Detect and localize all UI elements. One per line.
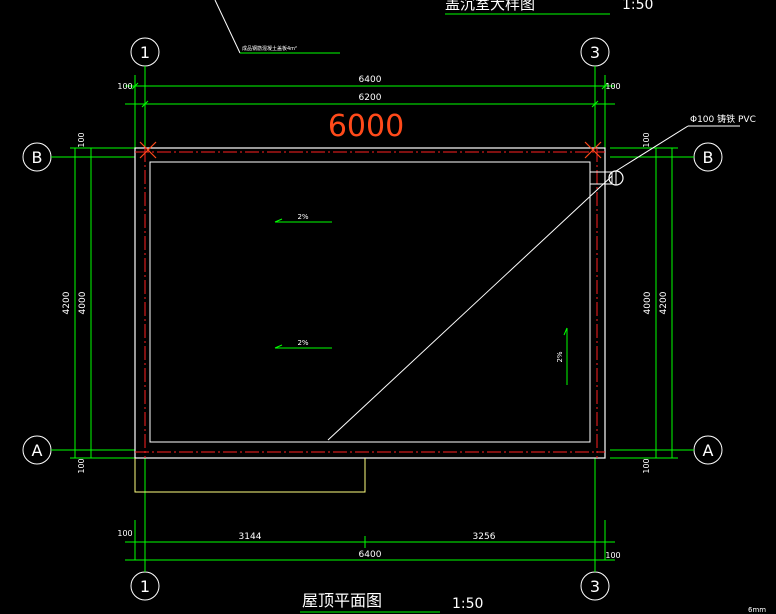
lower-annex-outline [134, 458, 366, 493]
dim-left-outer: 4200 [62, 148, 76, 458]
axis-a-left: A [22, 435, 52, 465]
dim-right-inner: 4000 [643, 148, 657, 458]
dim-bottom-total-value: 6400 [359, 550, 382, 560]
slope-label-3: 2% [556, 351, 564, 362]
dim-bottom-seg1: 3144 [239, 532, 262, 542]
drain-leader [615, 125, 689, 172]
dim-bottom-left-edge: 100 [117, 529, 132, 538]
axis-extension-lines [51, 66, 694, 572]
axis-3-bottom: 3 [580, 571, 610, 601]
axis-b-right: B [693, 142, 723, 172]
dim-top-left-edge: 100 [117, 82, 132, 91]
axis-1-bottom: 1 [130, 571, 160, 601]
dim-top-outer: 6400 [125, 75, 615, 90]
dim-left-bottom-edge: 100 [77, 458, 86, 473]
dim-left-outer-value: 4200 [62, 291, 72, 314]
dim-right-top-edge: 100 [642, 132, 651, 147]
dim-right-inner-value: 4000 [643, 291, 653, 314]
axis-a-right-label: A [703, 441, 714, 460]
roof-ridge-diagonal [327, 175, 613, 441]
dim-top-outer-value: 6400 [359, 75, 382, 85]
axis-1-top-label: 1 [140, 43, 150, 62]
drawing-title: 屋顶平面图 [302, 591, 382, 610]
dim-right-outer: 4200 [659, 148, 673, 458]
axis-3-bottom-label: 3 [590, 577, 600, 596]
drain-label: Φ100 铸铁 PVC [690, 113, 756, 125]
axis-3-top-label: 3 [590, 43, 600, 62]
axis-b-right-label: B [703, 148, 714, 167]
header-scale: 1:50 [622, 0, 653, 13]
slope-arrow-1: 2% [274, 213, 332, 223]
axis-centerlines [135, 148, 605, 458]
roof-outer-edge [134, 147, 606, 459]
dim-bottom-seg2: 3256 [473, 532, 496, 542]
axis-1-bottom-label: 1 [140, 577, 150, 596]
dim-top-inner: 6200 [125, 93, 615, 108]
dim-left-top-edge: 100 [77, 132, 86, 147]
leader-note: 成品钢筋混凝土盖板4m² [242, 45, 297, 52]
axis-b-left: B [22, 142, 52, 172]
axis-b-left-label: B [32, 148, 43, 167]
header-title: 盖沉室大样图 [445, 0, 535, 13]
dim-right-outer-value: 4200 [659, 291, 669, 314]
dim-right-bottom-edge: 100 [642, 458, 651, 473]
axis-1-top: 1 [130, 37, 160, 67]
dim-left-inner: 4000 [78, 148, 92, 458]
corner-text: 6mm [748, 606, 766, 614]
dim-bottom-segments: 3144 3256 [125, 532, 615, 548]
slope-arrow-2: 2% [274, 339, 332, 349]
dim-highlight-6000: 6000 [328, 109, 404, 144]
dim-bottom-right-edge: 100 [605, 551, 620, 560]
drawing-scale: 1:50 [452, 596, 483, 612]
dim-top-inner-value: 6200 [359, 93, 382, 103]
axis-a-right: A [693, 435, 723, 465]
corner-markers [139, 141, 602, 159]
leader-line [214, 0, 241, 54]
axis-3-top: 3 [580, 37, 610, 67]
slope-label-2: 2% [297, 339, 308, 347]
dim-bottom-total: 6400 [125, 550, 615, 561]
slope-label-1: 2% [297, 213, 308, 221]
slope-arrow-3: 2% [556, 327, 568, 385]
roof-parapet-inner [149, 161, 591, 443]
drain-pipe [589, 170, 624, 186]
dim-top-right-edge: 100 [605, 82, 620, 91]
dim-left-inner-value: 4000 [78, 291, 88, 314]
axis-a-left-label: A [32, 441, 43, 460]
